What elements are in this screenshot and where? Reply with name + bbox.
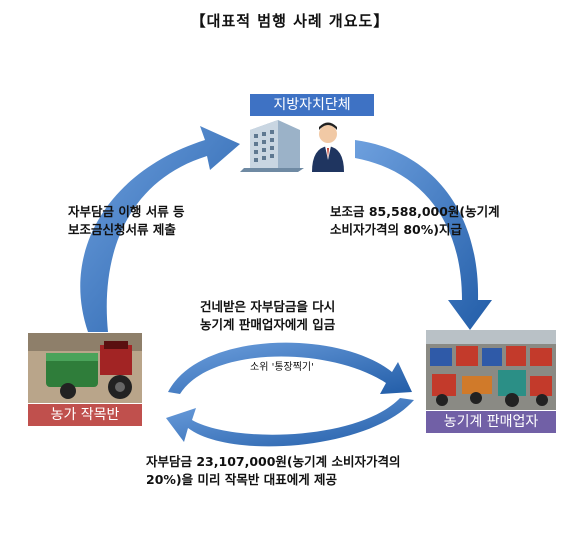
flow-line: 농기계 판매업자에게 입금 (200, 317, 336, 332)
arrow-farm-to-government (80, 126, 241, 332)
government-icons (240, 116, 350, 172)
flow-line: 자부담금 이행 서류 등 (68, 204, 185, 219)
flow-line: 자부담금 23,107,000원(농기계 소비자가격의 (146, 454, 401, 469)
arrow-dealer-to-farm (166, 398, 414, 447)
nickname-text: 소위 '통장찍기' (250, 362, 314, 373)
tractor-photo (28, 333, 142, 403)
flow-line: 소비자가격의 80%)지급 (330, 222, 462, 237)
tractors-lot-photo (426, 330, 556, 410)
government-node-label: 지방자치단체 (250, 94, 374, 116)
government-to-dealer-text: 보조금 85,588,000원(농기계 소비자가격의 80%)지급 (330, 203, 500, 239)
office-building-icon (240, 120, 304, 172)
arrow-government-to-dealer (355, 140, 492, 330)
arrow-farm-to-dealer (168, 342, 412, 394)
farm-pays-dealer-text: 자부담금 23,107,000원(농기계 소비자가격의 20%)을 미리 작목반… (146, 453, 401, 489)
flow-line: 보조금 85,588,000원(농기계 (330, 204, 500, 219)
dealer-to-farm-text: 건네받은 자부담금을 다시 농기계 판매업자에게 입금 (200, 298, 335, 334)
flow-line: 보조금신청서류 제출 (68, 222, 176, 237)
diagram-title: 【대표적 범행 사례 개요도】 (190, 12, 390, 30)
flow-line: 20%)을 미리 작목반 대표에게 제공 (146, 472, 338, 487)
dealer-node-label: 농기계 판매업자 (426, 411, 556, 433)
farm-to-government-text: 자부담금 이행 서류 등 보조금신청서류 제출 (68, 203, 185, 239)
farm-group-node-label: 농가 작목반 (28, 404, 142, 426)
official-person-icon (312, 122, 344, 172)
flow-line: 건네받은 자부담금을 다시 (200, 299, 336, 314)
